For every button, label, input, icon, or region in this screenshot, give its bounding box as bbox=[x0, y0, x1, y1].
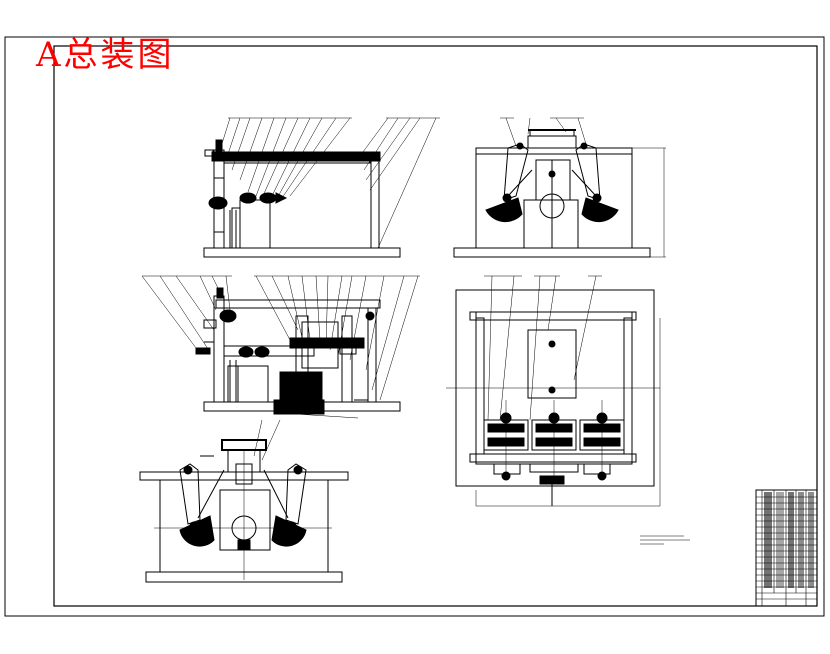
view-side-elevation-top bbox=[453, 129, 666, 258]
drawing-title: A总装图 bbox=[36, 35, 175, 75]
leader-lines-view4 bbox=[484, 275, 602, 421]
view-front-section-middle bbox=[195, 287, 401, 415]
leader-lines-view1 bbox=[219, 117, 440, 249]
view-side-elevation-bottom bbox=[139, 439, 349, 583]
title-block bbox=[755, 489, 818, 607]
view-plan bbox=[446, 289, 661, 507]
technical-notes bbox=[640, 535, 690, 545]
leader-lines-view5 bbox=[200, 419, 281, 461]
leader-lines-view3 bbox=[141, 275, 420, 419]
view-front-elevation-top bbox=[203, 139, 401, 258]
leader-lines-view2 bbox=[500, 117, 587, 147]
title-block-fill bbox=[764, 492, 814, 588]
inner-frame bbox=[53, 45, 818, 607]
outer-border bbox=[4, 36, 825, 617]
